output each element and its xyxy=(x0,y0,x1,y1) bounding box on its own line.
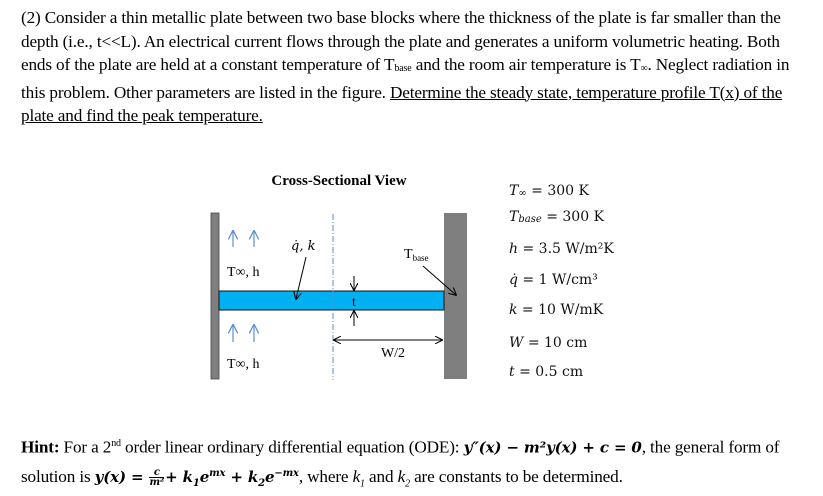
k1: k xyxy=(352,466,361,486)
superscript-nd: nd xyxy=(111,438,121,449)
hint-text: are constants to be determined. xyxy=(409,466,623,486)
q-k-label: q̇, k xyxy=(291,239,316,254)
param-t-base: Tbase = 300 K xyxy=(509,209,605,225)
problem-task: Determine the steady state, temperature … xyxy=(21,82,783,126)
ode-equation: y″(x) − m²y(x) + c = 0 xyxy=(463,438,642,457)
param-q-dot: q̇ = 1 W/cm³ xyxy=(509,272,598,288)
problem-number: (2) xyxy=(21,8,41,27)
ambient-label-top: T∞, h xyxy=(227,265,260,280)
w-half-label: W/2 xyxy=(381,346,405,361)
hint-text: , where xyxy=(298,466,353,486)
hint-section: Hint: For a 2nd order linear ordinary di… xyxy=(21,437,780,490)
hint-text: For a 2 xyxy=(59,437,112,457)
subscript-inf: ∞ xyxy=(640,63,648,74)
param-t: t = 0.5 cm xyxy=(509,364,584,380)
t-base-leader xyxy=(422,265,456,295)
air-flow-arrows-top xyxy=(233,231,254,247)
param-k: k = 10 W/mK xyxy=(509,302,604,318)
thickness-label: t xyxy=(352,295,356,310)
param-h: h = 3.5 W/m²K xyxy=(509,241,614,257)
problem-text: and the room air temperature is T xyxy=(411,55,641,74)
right-base-block xyxy=(444,213,467,379)
subscript-base: base xyxy=(394,63,412,74)
hint-text: order linear ordinary differential equat… xyxy=(120,437,464,457)
param-t-inf: T∞ = 300 K xyxy=(509,183,589,199)
ambient-label-bottom: T∞, h xyxy=(227,357,260,372)
q-k-leader xyxy=(296,256,307,299)
plate xyxy=(218,290,445,311)
param-w: W = 10 cm xyxy=(509,335,588,351)
left-base-block xyxy=(210,212,220,380)
k2: k xyxy=(397,466,406,486)
hint-text: and xyxy=(364,466,398,486)
problem-text: Consider a thin metallic plate between t… xyxy=(21,8,781,74)
problem-statement: (2) Consider a thin metallic plate betwe… xyxy=(21,6,811,128)
problem-text: . Neglect radiation in this problem. Oth… xyxy=(21,55,790,102)
cross-section-diagram: Cross-Sectional View T∞, h T∞, h q̇, k T… xyxy=(210,173,467,380)
air-flow-arrows-bottom xyxy=(233,325,254,342)
hint-label: Hint: xyxy=(21,437,60,457)
figure-title: Cross-Sectional View xyxy=(271,173,406,189)
t-base-label: Tbase xyxy=(404,247,429,263)
